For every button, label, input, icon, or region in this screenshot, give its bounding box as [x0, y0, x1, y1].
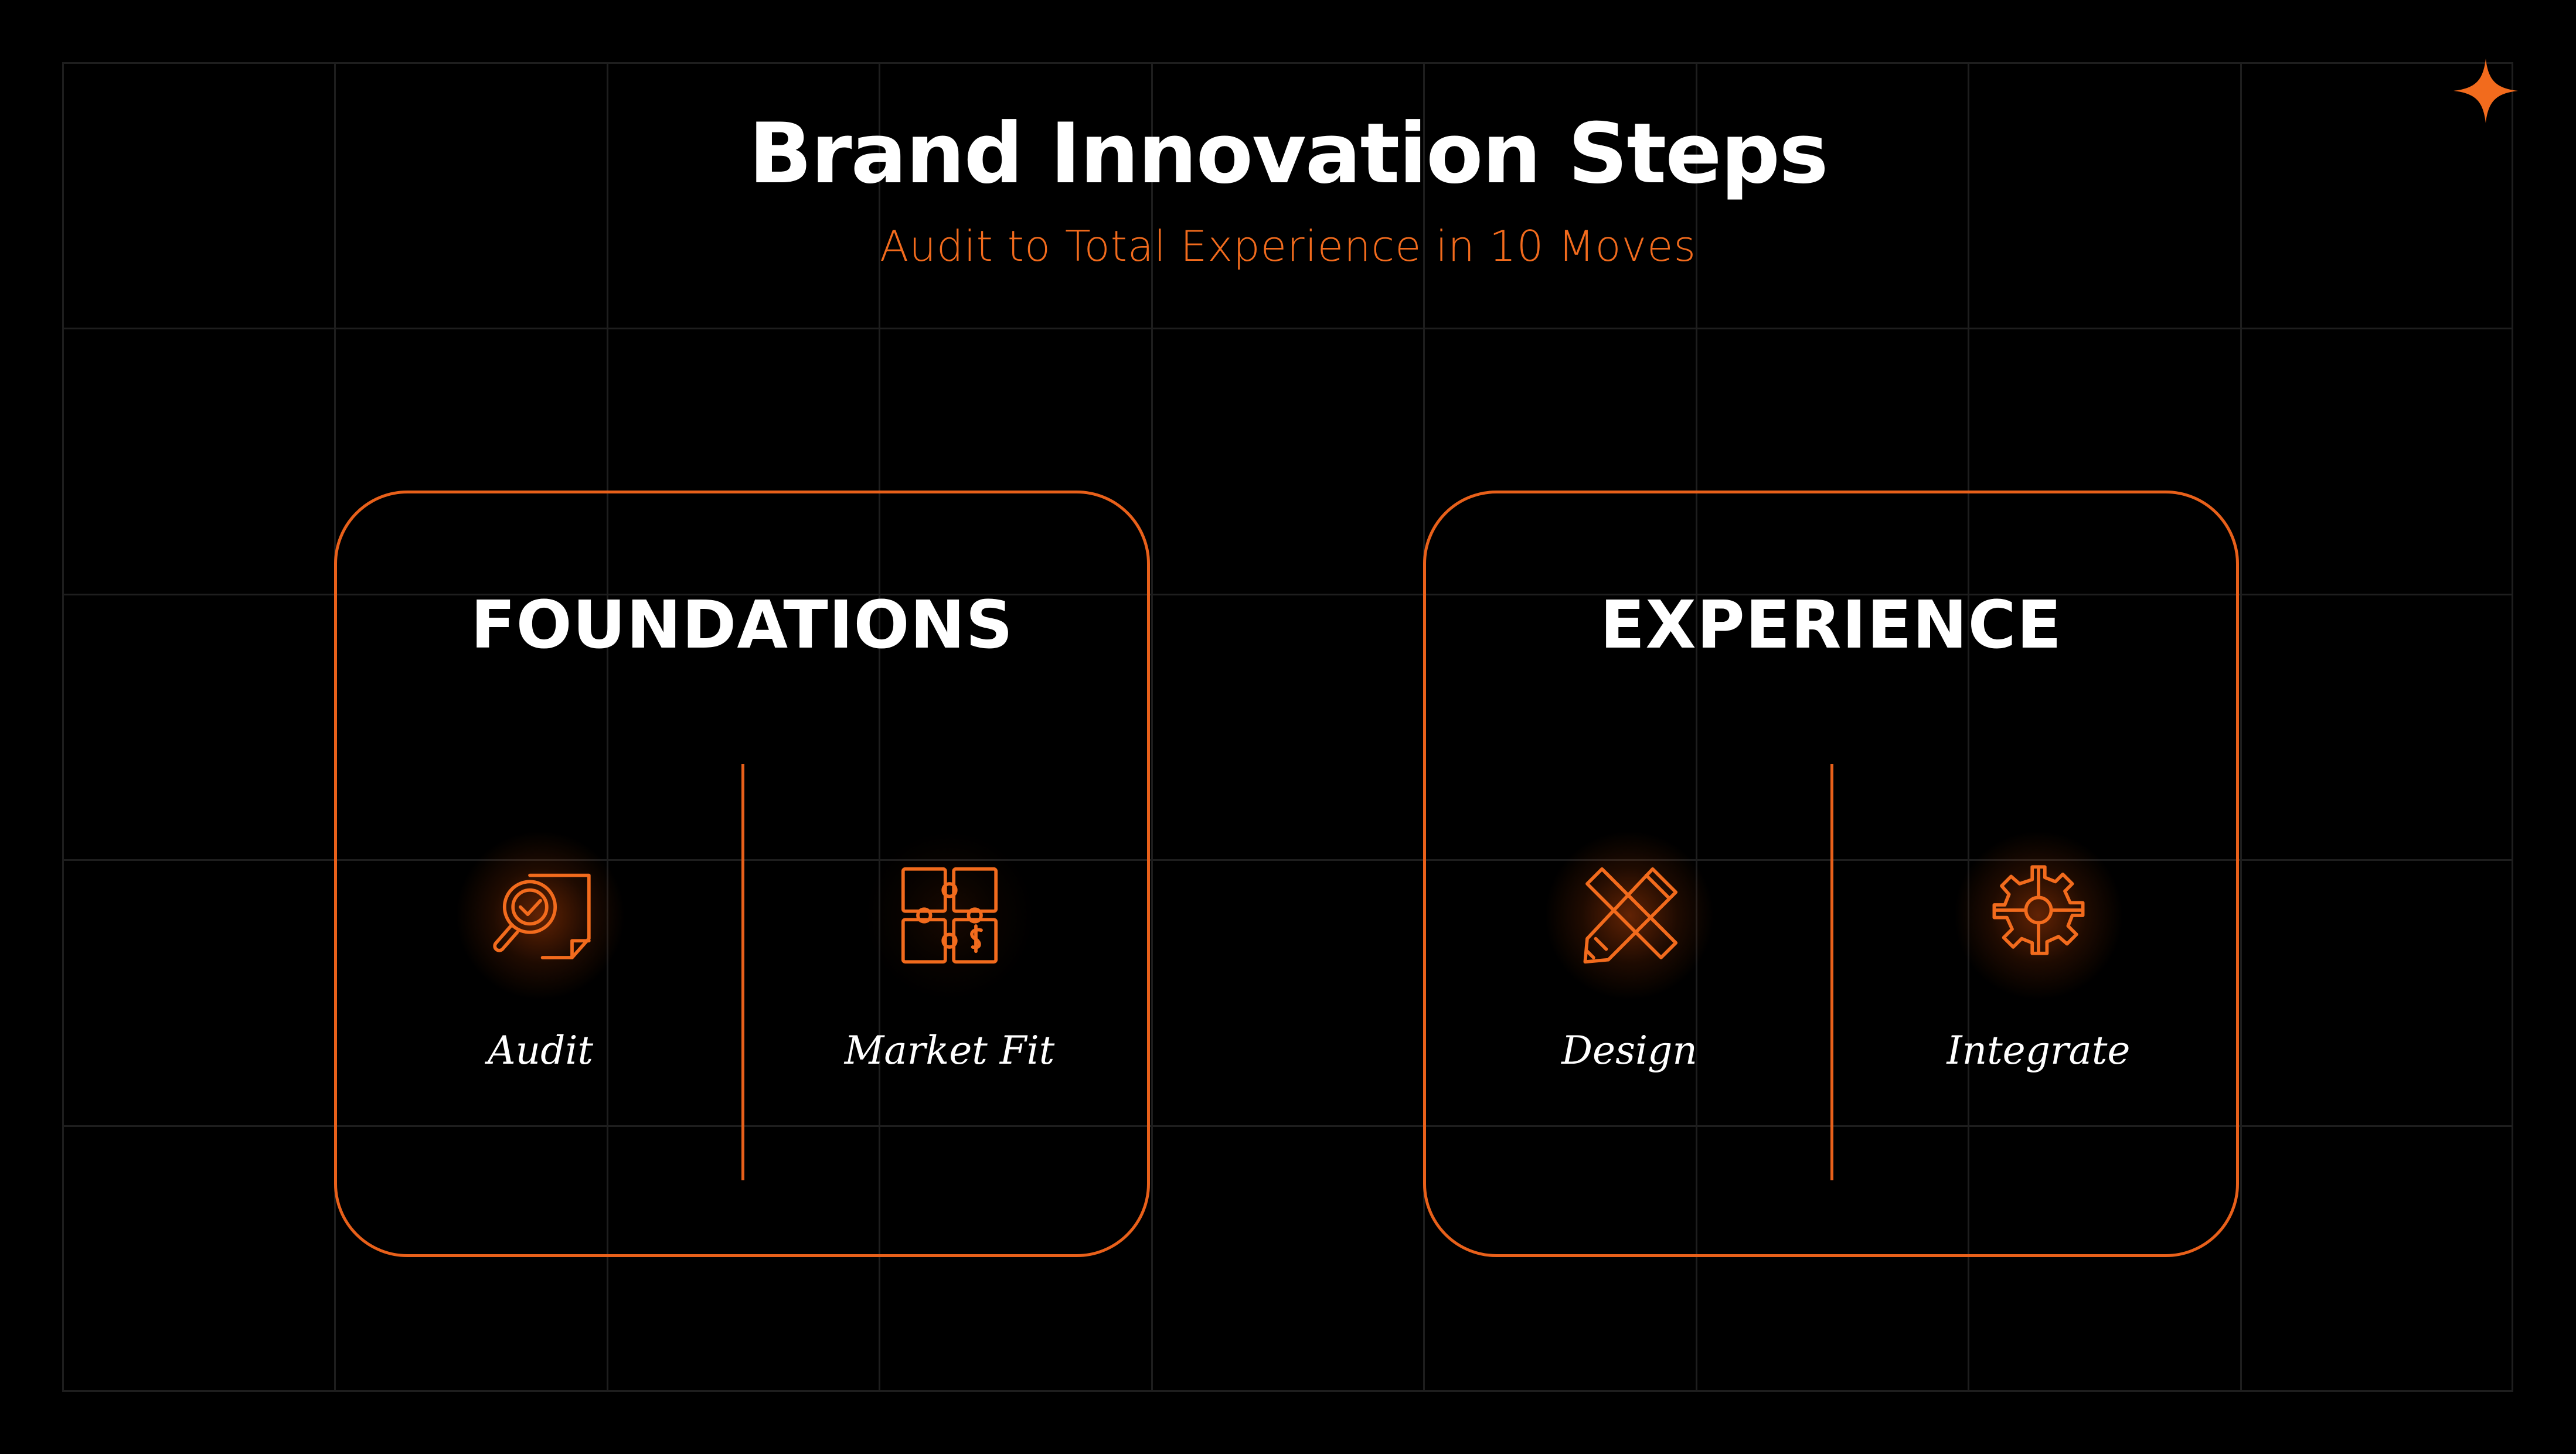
pencil-ruler-icon [1583, 867, 1678, 964]
background-grid [62, 62, 2513, 1392]
icon-wrap [862, 828, 1037, 1003]
group-title: EXPERIENCE [1600, 587, 2063, 663]
icon-wrap [452, 828, 628, 1003]
step-label: Market Fit [844, 1028, 1055, 1073]
grid-line [1696, 62, 1697, 1392]
grid-line [1968, 62, 1969, 1392]
grid-line [607, 62, 608, 1392]
step-label: Integrate [1947, 1028, 2131, 1073]
grid-line [2240, 62, 2242, 1392]
step-design: Design [1483, 828, 1776, 1073]
group-title: FOUNDATIONS [470, 587, 1014, 663]
icon-glow [1541, 828, 1717, 1003]
page-subtitle: Audit to Total Experience in 10 Moves [880, 222, 1696, 271]
grid-line [879, 62, 880, 1392]
divider [741, 764, 744, 1180]
grid-line [62, 328, 2513, 329]
grid-line [62, 1125, 2513, 1127]
divider [1830, 764, 1833, 1180]
icon-glow [452, 828, 628, 1003]
grid-line [62, 1390, 2513, 1392]
step-audit: Audit [394, 828, 687, 1073]
page-title: Brand Innovation Steps [748, 105, 1828, 202]
icon-glow [862, 828, 1037, 1003]
grid-line [62, 62, 64, 1392]
step-label: Design [1561, 1028, 1697, 1073]
grid-line [1151, 62, 1153, 1392]
grid-line [62, 594, 2513, 595]
gear-puzzle-icon [1992, 865, 2085, 955]
step-integrate: Integrate [1892, 828, 2185, 1073]
icon-wrap [1541, 828, 1717, 1003]
step-market-fit: Market Fit [803, 828, 1096, 1073]
grid-line [62, 62, 2513, 64]
grid-line [2512, 62, 2513, 1392]
step-label: Audit [487, 1028, 594, 1073]
grid-line [62, 859, 2513, 861]
puzzle-dollar-icon [901, 867, 998, 964]
magnifier-document-check-icon [493, 873, 591, 959]
icon-glow [1951, 828, 2126, 1003]
icon-wrap [1951, 828, 2126, 1003]
group-card-foundations: FOUNDATIONS Audit [334, 491, 1150, 1257]
four-point-star-icon [2454, 59, 2518, 123]
group-card-experience: EXPERIENCE Design Integrate [1423, 491, 2239, 1257]
